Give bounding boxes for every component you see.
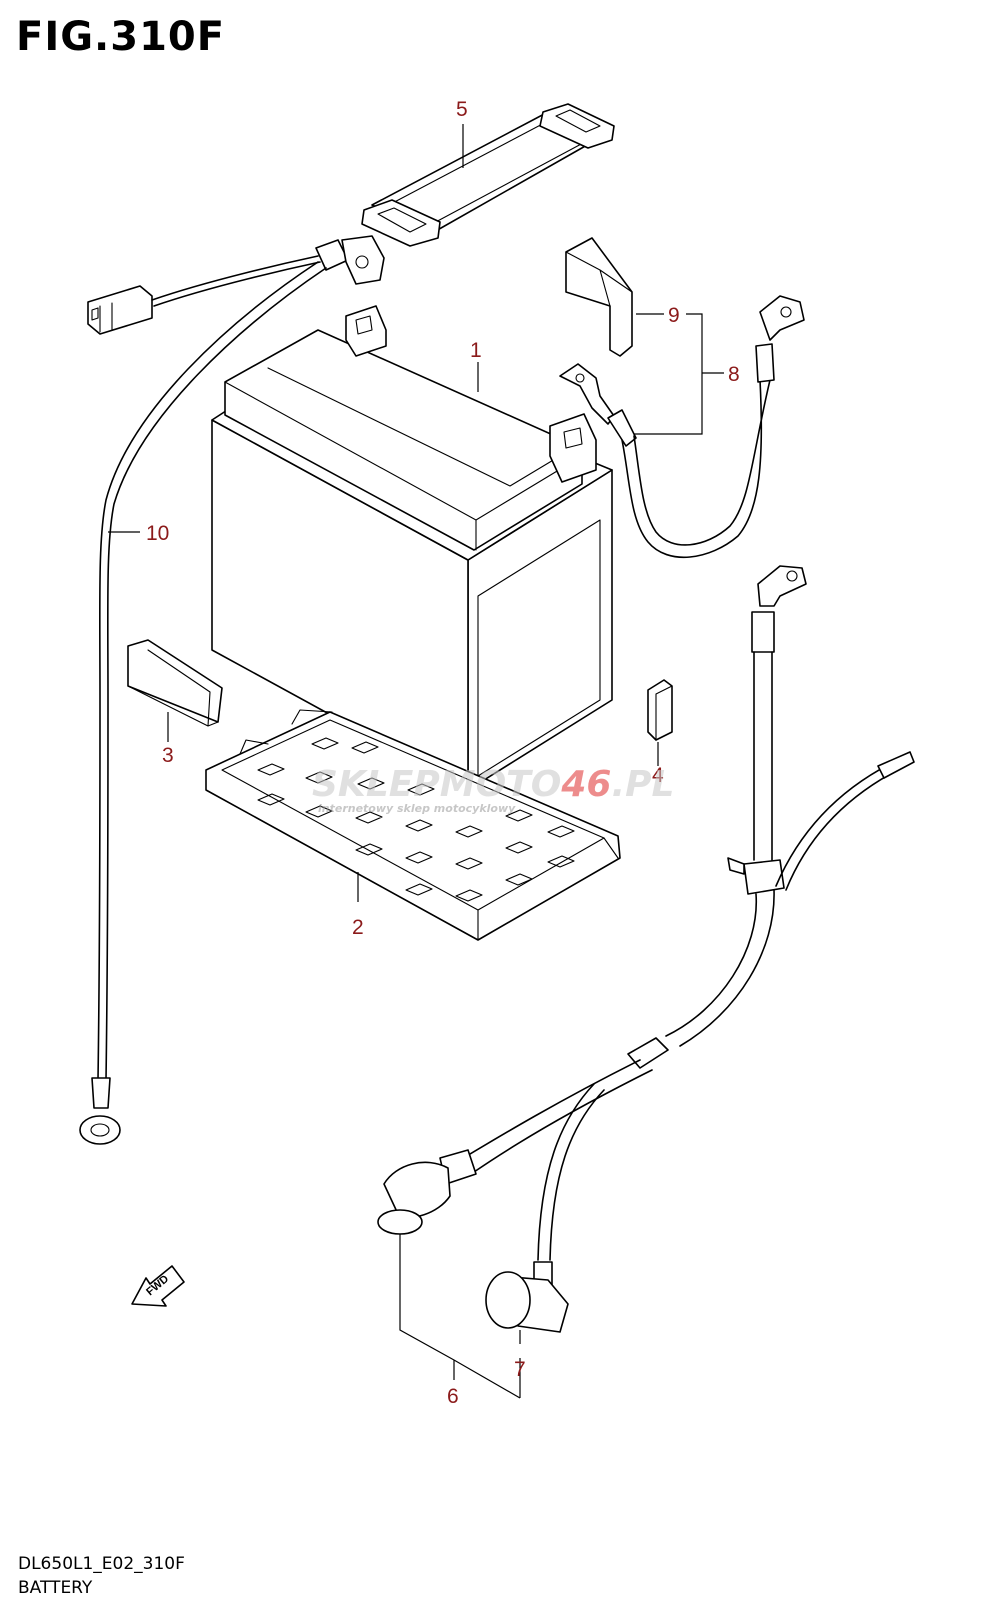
terminal-cover[interactable] xyxy=(565,237,633,357)
svg-text:SKLEPMOTO46.PL: SKLEPMOTO46.PL xyxy=(312,764,674,805)
tray-slots xyxy=(257,737,575,902)
callout-3: 3 xyxy=(162,744,174,767)
callout-6: 6 xyxy=(447,1385,459,1408)
battery-cable[interactable] xyxy=(559,295,805,559)
small-pad[interactable] xyxy=(647,679,673,741)
battery-pad[interactable] xyxy=(127,639,223,727)
watermark: SKLEPMOTO46.PL internetowy sklep motocyk… xyxy=(312,764,674,815)
harness-wire[interactable] xyxy=(79,235,385,1145)
callout-4: 4 xyxy=(652,764,664,787)
watermark-brand-prefix: SKLEPMOTO xyxy=(312,764,561,805)
figure-title: FIG.310F xyxy=(16,14,226,60)
battery[interactable] xyxy=(211,305,613,791)
battery-tray[interactable] xyxy=(205,709,621,941)
callout-8: 8 xyxy=(728,363,740,386)
leader-lines xyxy=(108,124,724,1399)
watermark-brand-suffix: .PL xyxy=(611,764,674,805)
callout-7: 7 xyxy=(514,1358,526,1381)
footer: DL650L1_E02_310F BATTERY xyxy=(18,1552,185,1600)
callout-10: 10 xyxy=(146,522,169,545)
watermark-brand-number: 46 xyxy=(560,764,611,805)
callout-9: 9 xyxy=(668,304,680,327)
footer-code: DL650L1_E02_310F xyxy=(18,1554,185,1574)
callout-1: 1 xyxy=(470,339,482,362)
starter-cable[interactable] xyxy=(377,565,915,1235)
fwd-arrow-icon: FWD xyxy=(131,1265,185,1307)
callout-2: 2 xyxy=(352,916,364,939)
footer-section: BATTERY xyxy=(18,1578,93,1598)
callout-5: 5 xyxy=(456,98,468,121)
sensor-switch[interactable] xyxy=(485,1083,605,1333)
watermark-tagline: internetowy sklep motocyklowy xyxy=(318,802,516,815)
battery-strap[interactable] xyxy=(361,103,615,247)
